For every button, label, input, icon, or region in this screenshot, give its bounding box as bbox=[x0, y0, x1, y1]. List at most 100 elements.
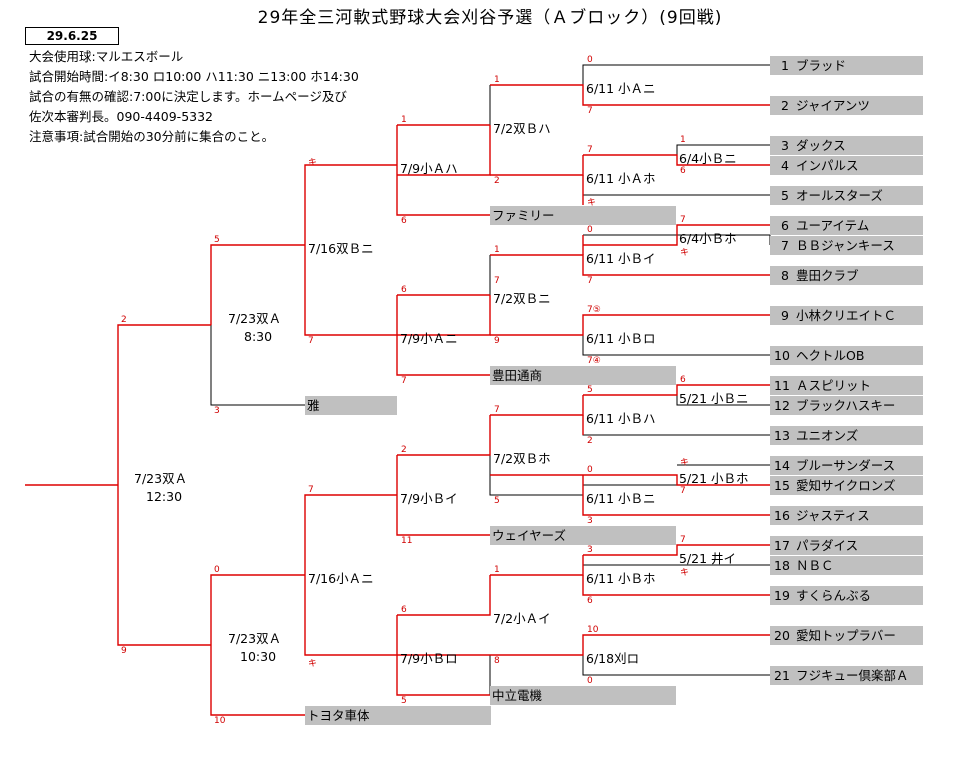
score: 0 bbox=[587, 55, 593, 65]
score: キ bbox=[680, 568, 690, 578]
match-time: 10:30 bbox=[240, 649, 277, 664]
bracket-line bbox=[396, 335, 490, 376]
team-number: 1 bbox=[781, 58, 789, 73]
score: 3 bbox=[587, 545, 593, 555]
score: 5 bbox=[587, 385, 593, 395]
match-time: 12:30 bbox=[146, 489, 183, 504]
score: 0 bbox=[214, 565, 220, 575]
team-number: 20 bbox=[774, 628, 790, 643]
match-label: 7/9小Ｂイ bbox=[400, 491, 458, 506]
bracket-line bbox=[490, 555, 584, 576]
team-name: ブルーサンダース bbox=[796, 458, 896, 473]
match-label: 7/16双Ｂニ bbox=[308, 241, 374, 256]
score: 0 bbox=[587, 676, 593, 686]
bracket-line bbox=[304, 494, 397, 575]
bracket-line bbox=[582, 64, 770, 85]
team-number: 8 bbox=[781, 268, 789, 283]
team-box: 17 パラダイス bbox=[770, 536, 923, 555]
score: 8 bbox=[494, 656, 500, 666]
score: キ bbox=[680, 458, 690, 468]
match-label: 6/11 小Ｂホ bbox=[586, 571, 656, 586]
score: 7 bbox=[308, 485, 314, 495]
score: 7 bbox=[401, 376, 407, 386]
team-name: 愛知トップラバー bbox=[796, 628, 896, 643]
team-name: 小林クリエイトＣ bbox=[796, 308, 897, 323]
team-number: 9 bbox=[781, 308, 789, 323]
score: 7 bbox=[680, 215, 686, 225]
team-box-toyota-shatai: トヨタ車体 bbox=[305, 706, 491, 725]
bracket-line bbox=[489, 455, 583, 496]
team-name: ＮＢＣ bbox=[796, 558, 834, 573]
date-box: 29.6.25 bbox=[25, 27, 119, 45]
score: 6 bbox=[680, 375, 686, 385]
match-label: 6/4小Ｂニ bbox=[679, 151, 737, 166]
bracket-line bbox=[582, 655, 770, 676]
score: 6 bbox=[401, 216, 407, 226]
score: 1 bbox=[680, 135, 686, 145]
score: 9 bbox=[121, 646, 127, 656]
team-name: オールスターズ bbox=[796, 188, 883, 203]
team-box-miyabi: 雅 bbox=[305, 396, 397, 415]
match-label: 5/21 井イ bbox=[679, 551, 737, 566]
team-number: 10 bbox=[774, 348, 790, 363]
score: 6 bbox=[587, 596, 593, 606]
team-box: 2 ジャイアンツ bbox=[770, 96, 923, 115]
team-number: 15 bbox=[774, 478, 790, 493]
bracket-line bbox=[490, 634, 770, 656]
info-confirm: 試合の有無の確認:7:00に決定します。ホームページ及び bbox=[29, 89, 347, 104]
bracket-line bbox=[397, 575, 491, 616]
team-number: 4 bbox=[781, 158, 789, 173]
score: 3 bbox=[587, 516, 593, 526]
score: 2 bbox=[587, 436, 593, 446]
team-number: 18 bbox=[774, 558, 790, 573]
score: 7④ bbox=[587, 356, 601, 366]
match-label: 6/4小Ｂホ bbox=[679, 231, 737, 246]
bracket-line bbox=[396, 165, 490, 216]
bracket-line bbox=[490, 254, 770, 276]
team-number: 13 bbox=[774, 428, 790, 443]
info-ball: 大会使用球:マルエスボール bbox=[29, 49, 184, 64]
score: キ bbox=[308, 659, 318, 669]
bracket-line bbox=[583, 544, 770, 556]
score: 7 bbox=[308, 336, 314, 346]
team-number: 16 bbox=[774, 508, 790, 523]
winner-lines bbox=[25, 84, 770, 716]
team-number: 17 bbox=[774, 538, 790, 553]
team-box: 9 小林クリエイトＣ bbox=[770, 306, 923, 325]
score: 7 bbox=[494, 405, 500, 415]
bracket-line bbox=[582, 575, 770, 596]
match-label: 6/18刈ロ bbox=[586, 651, 640, 666]
team-number: 2 bbox=[781, 98, 789, 113]
score: 5 bbox=[214, 235, 220, 245]
score: 7 bbox=[587, 145, 593, 155]
team-name: フジキュー倶楽部Ａ bbox=[796, 668, 909, 683]
score: 7 bbox=[494, 276, 500, 286]
bracket-line bbox=[396, 615, 490, 696]
match-label: 7/16小Ａニ bbox=[308, 571, 374, 586]
bracket-line bbox=[583, 154, 770, 166]
match-label: 5/21 小Ｂホ bbox=[679, 471, 749, 486]
score: 7 bbox=[680, 486, 686, 496]
team-box-weiyas: ウェイヤーズ bbox=[490, 526, 676, 545]
team-name: ジャイアンツ bbox=[796, 98, 870, 113]
score: 2 bbox=[494, 176, 500, 186]
team-name: パラダイス bbox=[796, 538, 859, 553]
score: 10 bbox=[214, 716, 226, 726]
bracket-line bbox=[304, 245, 397, 336]
bracket-line bbox=[490, 314, 770, 336]
bracket-line bbox=[490, 395, 584, 416]
score: キ bbox=[587, 198, 597, 208]
score: 6 bbox=[401, 285, 407, 295]
team-name: ブラッド bbox=[796, 58, 847, 73]
